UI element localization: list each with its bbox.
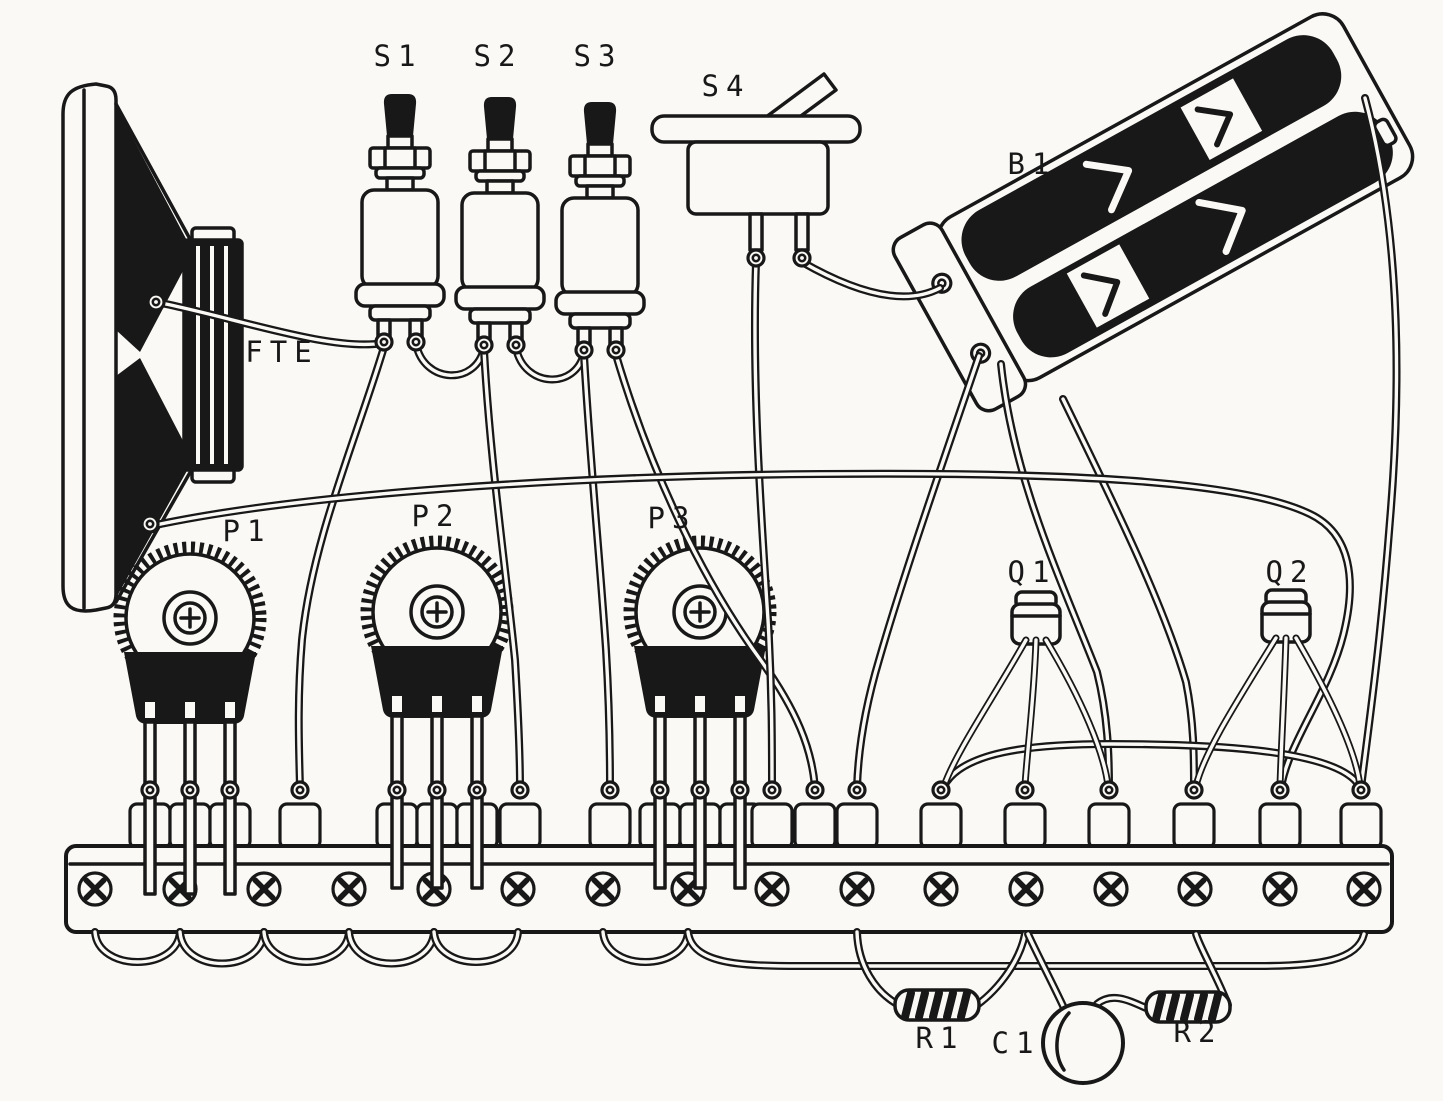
terminal-tab	[278, 802, 322, 850]
wire-eyelet	[140, 780, 160, 800]
wire-eyelet	[146, 292, 166, 312]
hookup-wires	[91, 94, 1401, 1012]
terminal-tab	[750, 802, 794, 850]
transistor-q1	[1010, 590, 1062, 646]
terminal-tab	[919, 802, 963, 850]
screw-terminal	[754, 871, 790, 907]
pushbutton-s2	[454, 95, 546, 343]
label-q1: Q1	[1008, 555, 1057, 589]
wire-eyelets	[140, 248, 1371, 800]
wire-eyelet	[290, 780, 310, 800]
wire-eyelet	[506, 335, 526, 355]
label-q2: Q2	[1266, 555, 1315, 589]
wire-eyelet	[140, 514, 160, 534]
resistor-r1	[895, 990, 979, 1020]
wire-eyelet	[427, 780, 447, 800]
wire-eyelet	[1184, 780, 1204, 800]
component-labels: S1 S2 S3 S4 B1 FTE P1 P2 P3 Q1 Q2 R1 C1 …	[223, 39, 1315, 1060]
terminal-strip-tabs	[128, 802, 1383, 850]
screw-terminal	[1177, 871, 1213, 907]
wire-eyelet	[387, 780, 407, 800]
terminal-tab	[1339, 802, 1383, 850]
label-s4: S4	[702, 69, 751, 103]
screw-terminal	[839, 871, 875, 907]
label-r1: R1	[916, 1021, 965, 1055]
wire-eyelet	[467, 780, 487, 800]
pushbutton-s3	[554, 100, 646, 348]
wire-eyelet	[1351, 780, 1371, 800]
pushbutton-s1	[354, 92, 446, 340]
label-b1: B1	[1008, 147, 1057, 181]
label-s3: S3	[574, 39, 623, 73]
rocker-switch-s4	[650, 72, 862, 252]
wire-eyelet	[180, 780, 200, 800]
screw-terminal	[1008, 871, 1044, 907]
screw-terminal	[923, 871, 959, 907]
terminal-tab	[1003, 802, 1047, 850]
wire-eyelet	[805, 780, 825, 800]
wire-eyelet	[1270, 780, 1290, 800]
wire-eyelet	[574, 340, 594, 360]
battery-nub	[1372, 117, 1398, 148]
wire-eyelet	[374, 332, 394, 352]
label-r2: R2	[1174, 1015, 1223, 1049]
wire-eyelet	[474, 335, 494, 355]
terminal-tab	[793, 802, 837, 850]
wire-eyelet	[690, 780, 710, 800]
wire-eyelet	[730, 780, 750, 800]
wire-eyelet	[1015, 780, 1035, 800]
wire-eyelet	[847, 780, 867, 800]
screw-terminal	[1262, 871, 1298, 907]
battery-cell	[961, 35, 1342, 281]
screw-terminal	[585, 871, 621, 907]
label-c1: C1	[992, 1026, 1041, 1060]
terminal-tab	[588, 802, 632, 850]
terminal-tab	[1172, 802, 1216, 850]
label-p3: P3	[648, 501, 697, 535]
wire-eyelet	[600, 780, 620, 800]
wire-eyelet	[931, 780, 951, 800]
terminal-tab	[1258, 802, 1302, 850]
label-fte: FTE	[245, 335, 318, 369]
battery-pack-b1	[891, 12, 1415, 413]
label-s1: S1	[374, 39, 423, 73]
wire-eyelet	[220, 780, 240, 800]
terminal-strip-screws	[77, 871, 1382, 907]
label-s2: S2	[474, 39, 523, 73]
label-p2: P2	[412, 499, 461, 533]
wire-eyelet	[746, 248, 766, 268]
screw-terminal	[246, 871, 282, 907]
wire-eyelet	[1099, 780, 1119, 800]
wire-eyelet	[650, 780, 670, 800]
screw-terminal	[77, 871, 113, 907]
wire-eyelet	[762, 780, 782, 800]
terminal-tab	[835, 802, 879, 850]
screw-terminal	[1093, 871, 1129, 907]
terminal-tab	[1087, 802, 1131, 850]
wire-eyelet	[406, 332, 426, 352]
wire-eyelet	[510, 780, 530, 800]
capacitor-c1	[1041, 1001, 1125, 1085]
transistor-q2	[1260, 588, 1312, 644]
screw-terminal	[1346, 871, 1382, 907]
screw-terminal	[331, 871, 367, 907]
speaker-fte	[61, 82, 244, 613]
terminal-tab	[498, 802, 542, 850]
label-p1: P1	[223, 514, 272, 548]
wire-eyelet	[792, 248, 812, 268]
screw-terminal	[500, 871, 536, 907]
wire-eyelet	[606, 340, 626, 360]
